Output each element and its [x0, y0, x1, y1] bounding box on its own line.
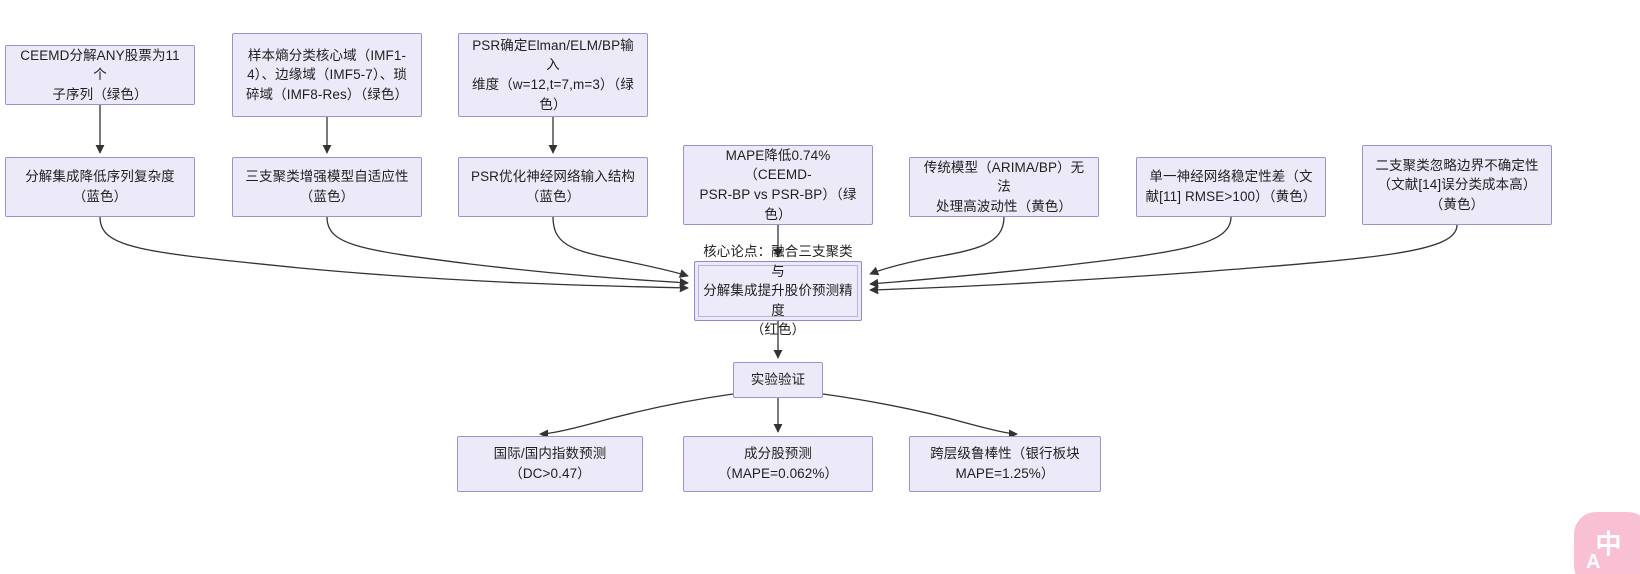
node-label: 跨层级鲁棒性（银行板块 MAPE=1.25%）: [930, 446, 1080, 481]
node-label: PSR确定Elman/ELM/BP输入 维度（w=12,t=7,m=3）（绿 色…: [472, 37, 634, 112]
node-constituent-stock-forecast[interactable]: 成分股预测 （MAPE=0.062%）: [683, 436, 873, 492]
edge-n11-n12: [539, 393, 734, 439]
node-ceemd-decompose[interactable]: CEEMD分解ANY股票为11个 子序列（绿色）: [5, 45, 195, 105]
node-label: CEEMD分解ANY股票为11个 子序列（绿色）: [20, 47, 180, 102]
node-index-forecast[interactable]: 国际/国内指数预测 （DC>0.47）: [457, 436, 643, 492]
watermark-sub-glyph: A: [1586, 551, 1600, 573]
watermark-main-glyph: 中: [1595, 529, 1621, 559]
edge-n11-n14: [822, 393, 1018, 439]
node-mape-reduction[interactable]: MAPE降低0.74%（CEEMD- PSR-BP vs PSR-BP）（绿 色…: [683, 145, 873, 225]
node-two-way-clustering-boundary[interactable]: 二支聚类忽略边界不确定性 （文献[14]误分类成本高） （黄色）: [1362, 145, 1552, 225]
edge-n8-core: [869, 216, 1005, 276]
node-experimental-validation[interactable]: 实验验证: [733, 362, 823, 398]
node-label: PSR优化神经网络输入结构 （蓝色）: [470, 169, 636, 204]
node-label: 实验验证: [750, 372, 806, 388]
node-core-thesis[interactable]: 核心论点：融合三支聚类与 分解集成提升股价预测精度 （红色）: [694, 244, 862, 337]
node-label: 成分股预测 （MAPE=0.062%）: [717, 446, 839, 481]
node-label: 分解集成降低序列复杂度 （蓝色）: [25, 169, 175, 204]
node-single-network-instability[interactable]: 单一神经网络稳定性差（文 献[11] RMSE>100）（黄色）: [1136, 157, 1326, 217]
node-label: MAPE降低0.74%（CEEMD- PSR-BP vs PSR-BP）（绿 色…: [699, 147, 857, 222]
node-psr-input-dimension[interactable]: PSR确定Elman/ELM/BP输入 维度（w=12,t=7,m=3）（绿 色…: [458, 33, 648, 117]
node-label: 传统模型（ARIMA/BP）无法 处理高波动性（黄色）: [923, 159, 1085, 214]
node-label: 样本熵分类核心域（IMF1- 4）、边缘域（IMF5-7）、琐 碎域（IMF8-…: [245, 47, 409, 102]
watermark-badge: 中 A: [1574, 512, 1640, 574]
edge-n5-core: [326, 216, 689, 288]
node-label: 二支聚类忽略边界不确定性 （文献[14]误分类成本高） （黄色）: [1375, 157, 1539, 212]
node-traditional-model-limitation[interactable]: 传统模型（ARIMA/BP）无法 处理高波动性（黄色）: [909, 157, 1099, 217]
node-decomposition-reduces-complexity[interactable]: 分解集成降低序列复杂度 （蓝色）: [5, 157, 195, 217]
node-label: 国际/国内指数预测 （DC>0.47）: [493, 446, 607, 481]
edge-n10-core: [869, 224, 1458, 295]
node-three-way-clustering-adaptivity[interactable]: 三支聚类增强模型自适应性 （蓝色）: [232, 157, 422, 217]
node-label: 核心论点：融合三支聚类与 分解集成提升股价预测精度 （红色）: [703, 244, 853, 338]
node-label: 单一神经网络稳定性差（文 献[11] RMSE>100）（黄色）: [1145, 169, 1317, 204]
node-cross-level-robustness[interactable]: 跨层级鲁棒性（银行板块 MAPE=1.25%）: [909, 436, 1101, 492]
edge-n6-core: [552, 216, 689, 278]
node-label: 三支聚类增强模型自适应性 （蓝色）: [245, 169, 409, 204]
node-sample-entropy-domains[interactable]: 样本熵分类核心域（IMF1- 4）、边缘域（IMF5-7）、琐 碎域（IMF8-…: [232, 33, 422, 117]
edge-n4-core: [99, 216, 689, 293]
edge-n9-core: [869, 216, 1232, 288]
node-psr-optimizes-network-structure[interactable]: PSR优化神经网络输入结构 （蓝色）: [458, 157, 648, 217]
